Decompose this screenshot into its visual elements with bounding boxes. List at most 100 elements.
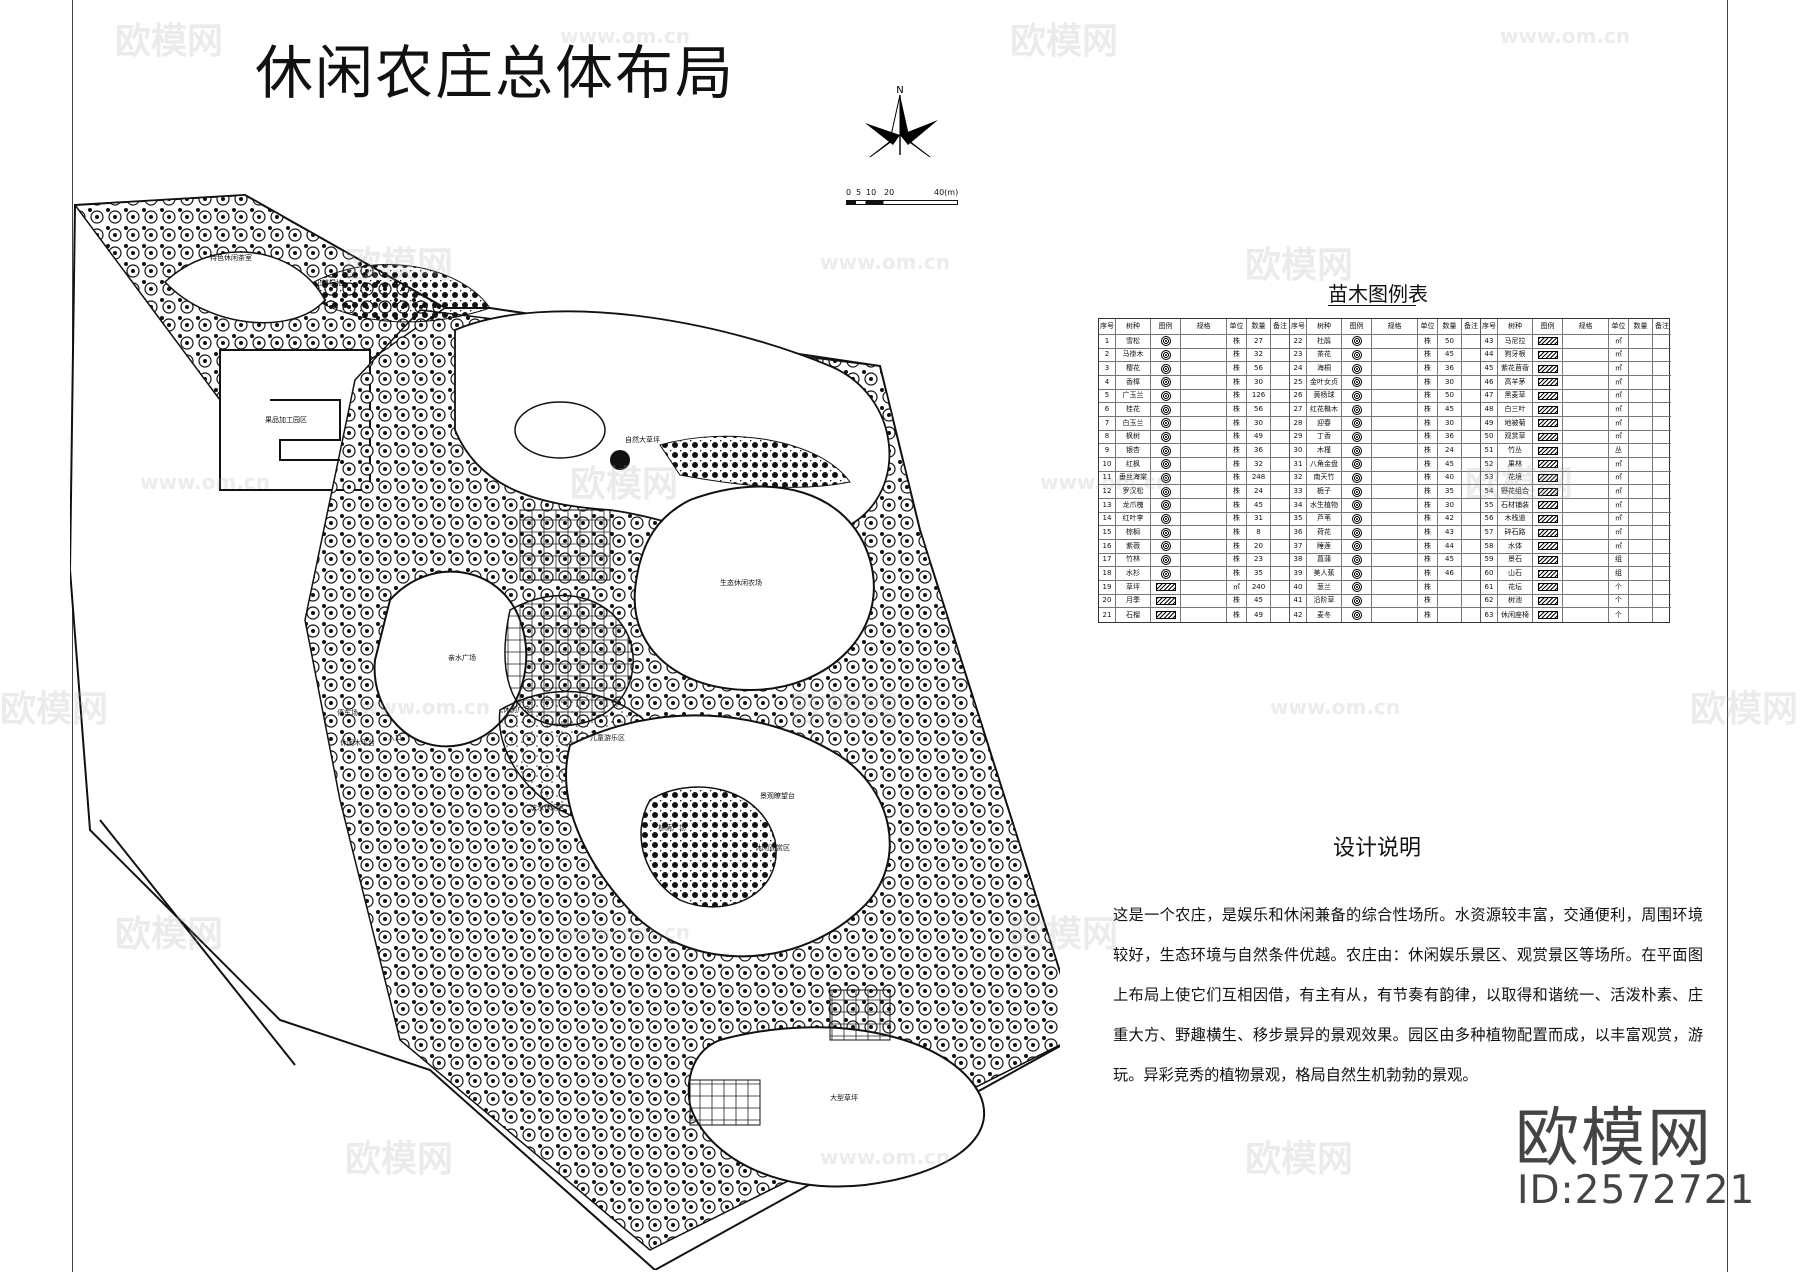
legend-cell	[1462, 554, 1480, 567]
legend-cell: ㎡	[1609, 458, 1629, 471]
legend-cell	[1271, 526, 1289, 539]
legend-cell: 60	[1481, 567, 1498, 580]
plant-symbol-icon	[1160, 500, 1171, 511]
legend-symbol-cell	[1342, 403, 1372, 416]
legend-cell	[1181, 567, 1227, 580]
planter-symbol-icon	[1537, 583, 1558, 592]
plant-symbol-icon	[1160, 363, 1171, 374]
legend-cell: 茶花	[1307, 348, 1342, 362]
legend-cell: 丛	[1609, 444, 1629, 457]
legend-cell: 46	[1481, 376, 1498, 389]
legend-cell: ㎡	[1609, 471, 1629, 485]
legend-cell: 美人蕉	[1307, 567, 1342, 580]
legend-cell: 27	[1247, 335, 1271, 348]
legend-cell: 45	[1438, 403, 1462, 416]
legend-cell: 17	[1099, 553, 1116, 567]
groundcover-symbol-icon	[1537, 460, 1558, 469]
legend-cell	[1462, 458, 1480, 471]
legend-cell: 组	[1609, 553, 1629, 567]
legend-header-cell: 单位	[1227, 319, 1247, 334]
legend-cell	[1462, 567, 1480, 580]
legend-symbol-cell	[1342, 389, 1372, 403]
legend-symbol-cell	[1151, 458, 1181, 471]
legend-cell	[1271, 581, 1289, 594]
plant-symbol-icon	[1160, 568, 1171, 579]
legend-cell: 15	[1099, 526, 1116, 539]
legend-symbol-cell	[1342, 376, 1372, 389]
legend-cell: 南天竹	[1307, 471, 1342, 485]
legend-cell: 木槿	[1307, 444, 1342, 457]
legend-cell: 株	[1227, 608, 1247, 622]
legend-cell: 51	[1481, 444, 1498, 457]
legend-cell: 19	[1099, 581, 1116, 594]
plant-symbol-icon	[1351, 554, 1362, 565]
legend-cell	[1181, 581, 1227, 594]
plant-symbol-icon	[1160, 472, 1171, 483]
legend-cell	[1629, 417, 1653, 430]
legend-cell: 株	[1227, 485, 1247, 498]
legend-cell: 37	[1290, 540, 1307, 553]
legend-cell: 4	[1099, 376, 1116, 389]
legend-cell	[1629, 430, 1653, 444]
legend-header-cell: 备注	[1655, 322, 1669, 330]
scale-label: 10	[866, 188, 877, 197]
legend-cell: 57	[1481, 526, 1498, 539]
legend-cell	[1629, 348, 1653, 362]
legend-cell	[1653, 567, 1671, 580]
legend-cell: 杜鹃	[1307, 335, 1342, 348]
legend-symbol-cell	[1342, 417, 1372, 430]
plant-symbol-icon	[1160, 513, 1171, 524]
map-label: 滨水休闲区	[530, 803, 565, 812]
legend-symbol-cell	[1533, 403, 1563, 416]
legend-cell: 株	[1418, 335, 1438, 348]
legend-cell: 休闲座椅	[1498, 608, 1533, 622]
legend-symbol-cell	[1151, 608, 1181, 622]
legend-symbol-cell	[1533, 567, 1563, 580]
legend-cell: ㎡	[1227, 581, 1247, 594]
legend-cell	[1271, 567, 1289, 580]
legend-cell	[1462, 349, 1480, 362]
legend-symbol-cell	[1151, 335, 1181, 348]
legend-cell	[1271, 403, 1289, 416]
legend-cell: 44	[1481, 348, 1498, 362]
legend-cell: 垂丝海棠	[1116, 471, 1151, 485]
legend-cell	[1563, 471, 1609, 485]
legend-cell	[1563, 335, 1609, 348]
plant-symbol-icon	[1351, 404, 1362, 415]
groundcover-symbol-icon	[1537, 473, 1558, 482]
legend-header-cell: 树种	[1498, 319, 1533, 334]
legend-cell: 42	[1290, 608, 1307, 622]
legend-cell	[1563, 499, 1609, 512]
plant-symbol-icon	[1351, 541, 1362, 552]
legend-cell	[1372, 417, 1418, 430]
legend-symbol-cell	[1151, 430, 1181, 444]
map-label: 生态休闲农场	[720, 578, 762, 587]
legend-symbol-cell	[1533, 417, 1563, 430]
legend-cell: 栀子	[1307, 485, 1342, 498]
legend-symbol-cell	[1533, 444, 1563, 457]
legend-cell	[1462, 417, 1480, 430]
legend-cell	[1372, 485, 1418, 498]
legend-cell: 45	[1438, 553, 1462, 567]
legend-cell: 7	[1099, 417, 1116, 430]
legend-cell: ㎡	[1609, 499, 1629, 512]
legend-cell	[1372, 362, 1418, 375]
page-title: 休闲农庄总体布局	[255, 39, 736, 107]
map-labels: 特色休闲茶室 山林湿地 果品加工园区 自然大草坪 生态休闲农场 亲水广场 休闲广…	[210, 253, 858, 1102]
legend-cell	[1271, 499, 1289, 512]
legend-cell: 46	[1438, 567, 1462, 580]
